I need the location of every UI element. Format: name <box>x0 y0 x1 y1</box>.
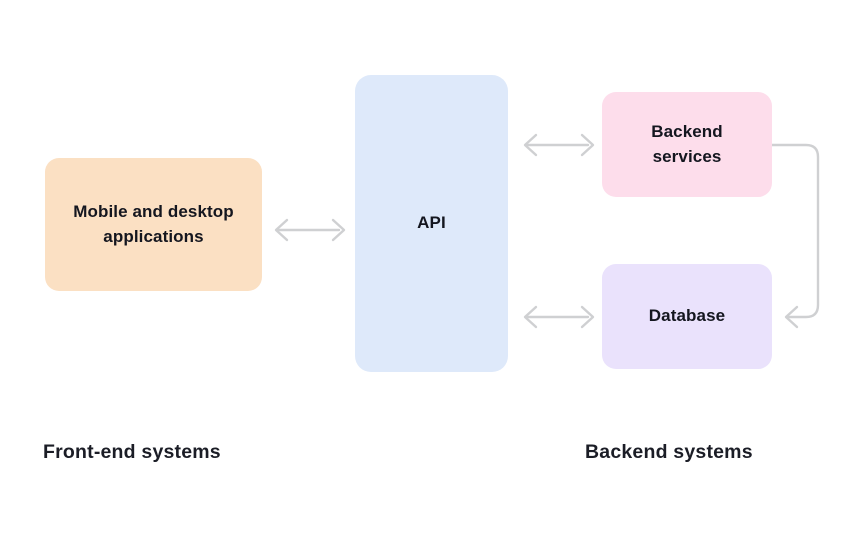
connector-api-backend <box>523 133 595 157</box>
caption-backend-systems: Backend systems <box>585 441 753 463</box>
node-label-database: Database <box>648 306 726 326</box>
connector-api-database <box>523 305 595 329</box>
node-label-backend-services: Backend services <box>651 122 723 166</box>
node-label-api: API <box>417 213 446 233</box>
connector-frontend-api <box>274 218 346 242</box>
node-database[interactable]: Database <box>602 264 772 369</box>
node-mobile-desktop-applications[interactable]: Mobile and desktop applications <box>45 158 262 291</box>
node-label-frontend: Mobile and desktop applications <box>73 202 234 246</box>
node-backend-services[interactable]: Backend services <box>602 92 772 197</box>
caption-front-end-systems: Front-end systems <box>43 441 221 463</box>
node-api[interactable]: API <box>355 75 508 372</box>
connector-backend-database <box>770 143 820 329</box>
